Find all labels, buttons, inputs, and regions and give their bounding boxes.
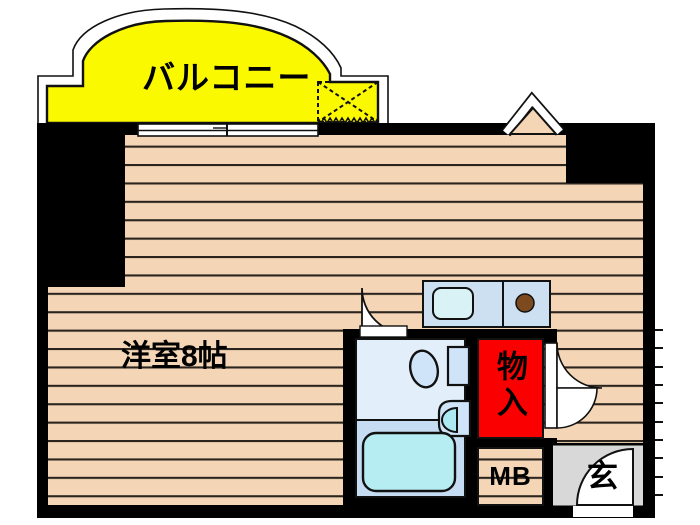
corridor-ticks bbox=[655, 329, 663, 496]
balcony-floor bbox=[45, 19, 380, 125]
balcony-label: バルコニー bbox=[142, 59, 312, 96]
balcony-area bbox=[37, 7, 389, 125]
bathtub bbox=[361, 431, 457, 493]
room-label: 洋室8帖 bbox=[121, 340, 228, 373]
entrance-area bbox=[553, 445, 643, 517]
meter-box-label: MB bbox=[489, 461, 532, 491]
closet-doors bbox=[544, 342, 603, 429]
meter-box bbox=[477, 447, 544, 506]
storage-label: 物入 bbox=[492, 350, 527, 422]
kitchen-sink bbox=[432, 287, 474, 320]
balcony-hatch-box bbox=[317, 81, 379, 123]
entrance-door bbox=[575, 447, 634, 506]
balcony-partition-sawtooth bbox=[317, 116, 379, 125]
kitchen-counter bbox=[422, 280, 551, 328]
storage-closet bbox=[477, 338, 544, 439]
stove-burner bbox=[515, 293, 535, 313]
washbasin-bowl bbox=[441, 406, 458, 434]
outward-door bbox=[501, 91, 565, 137]
sliding-window bbox=[137, 123, 319, 137]
bathroom bbox=[355, 338, 472, 498]
toilet-bowl bbox=[408, 349, 440, 389]
entrance-threshold bbox=[573, 506, 633, 517]
toilet-tank bbox=[446, 345, 471, 387]
bathroom-door bbox=[359, 287, 409, 338]
entrance-label: 玄 bbox=[587, 459, 618, 494]
